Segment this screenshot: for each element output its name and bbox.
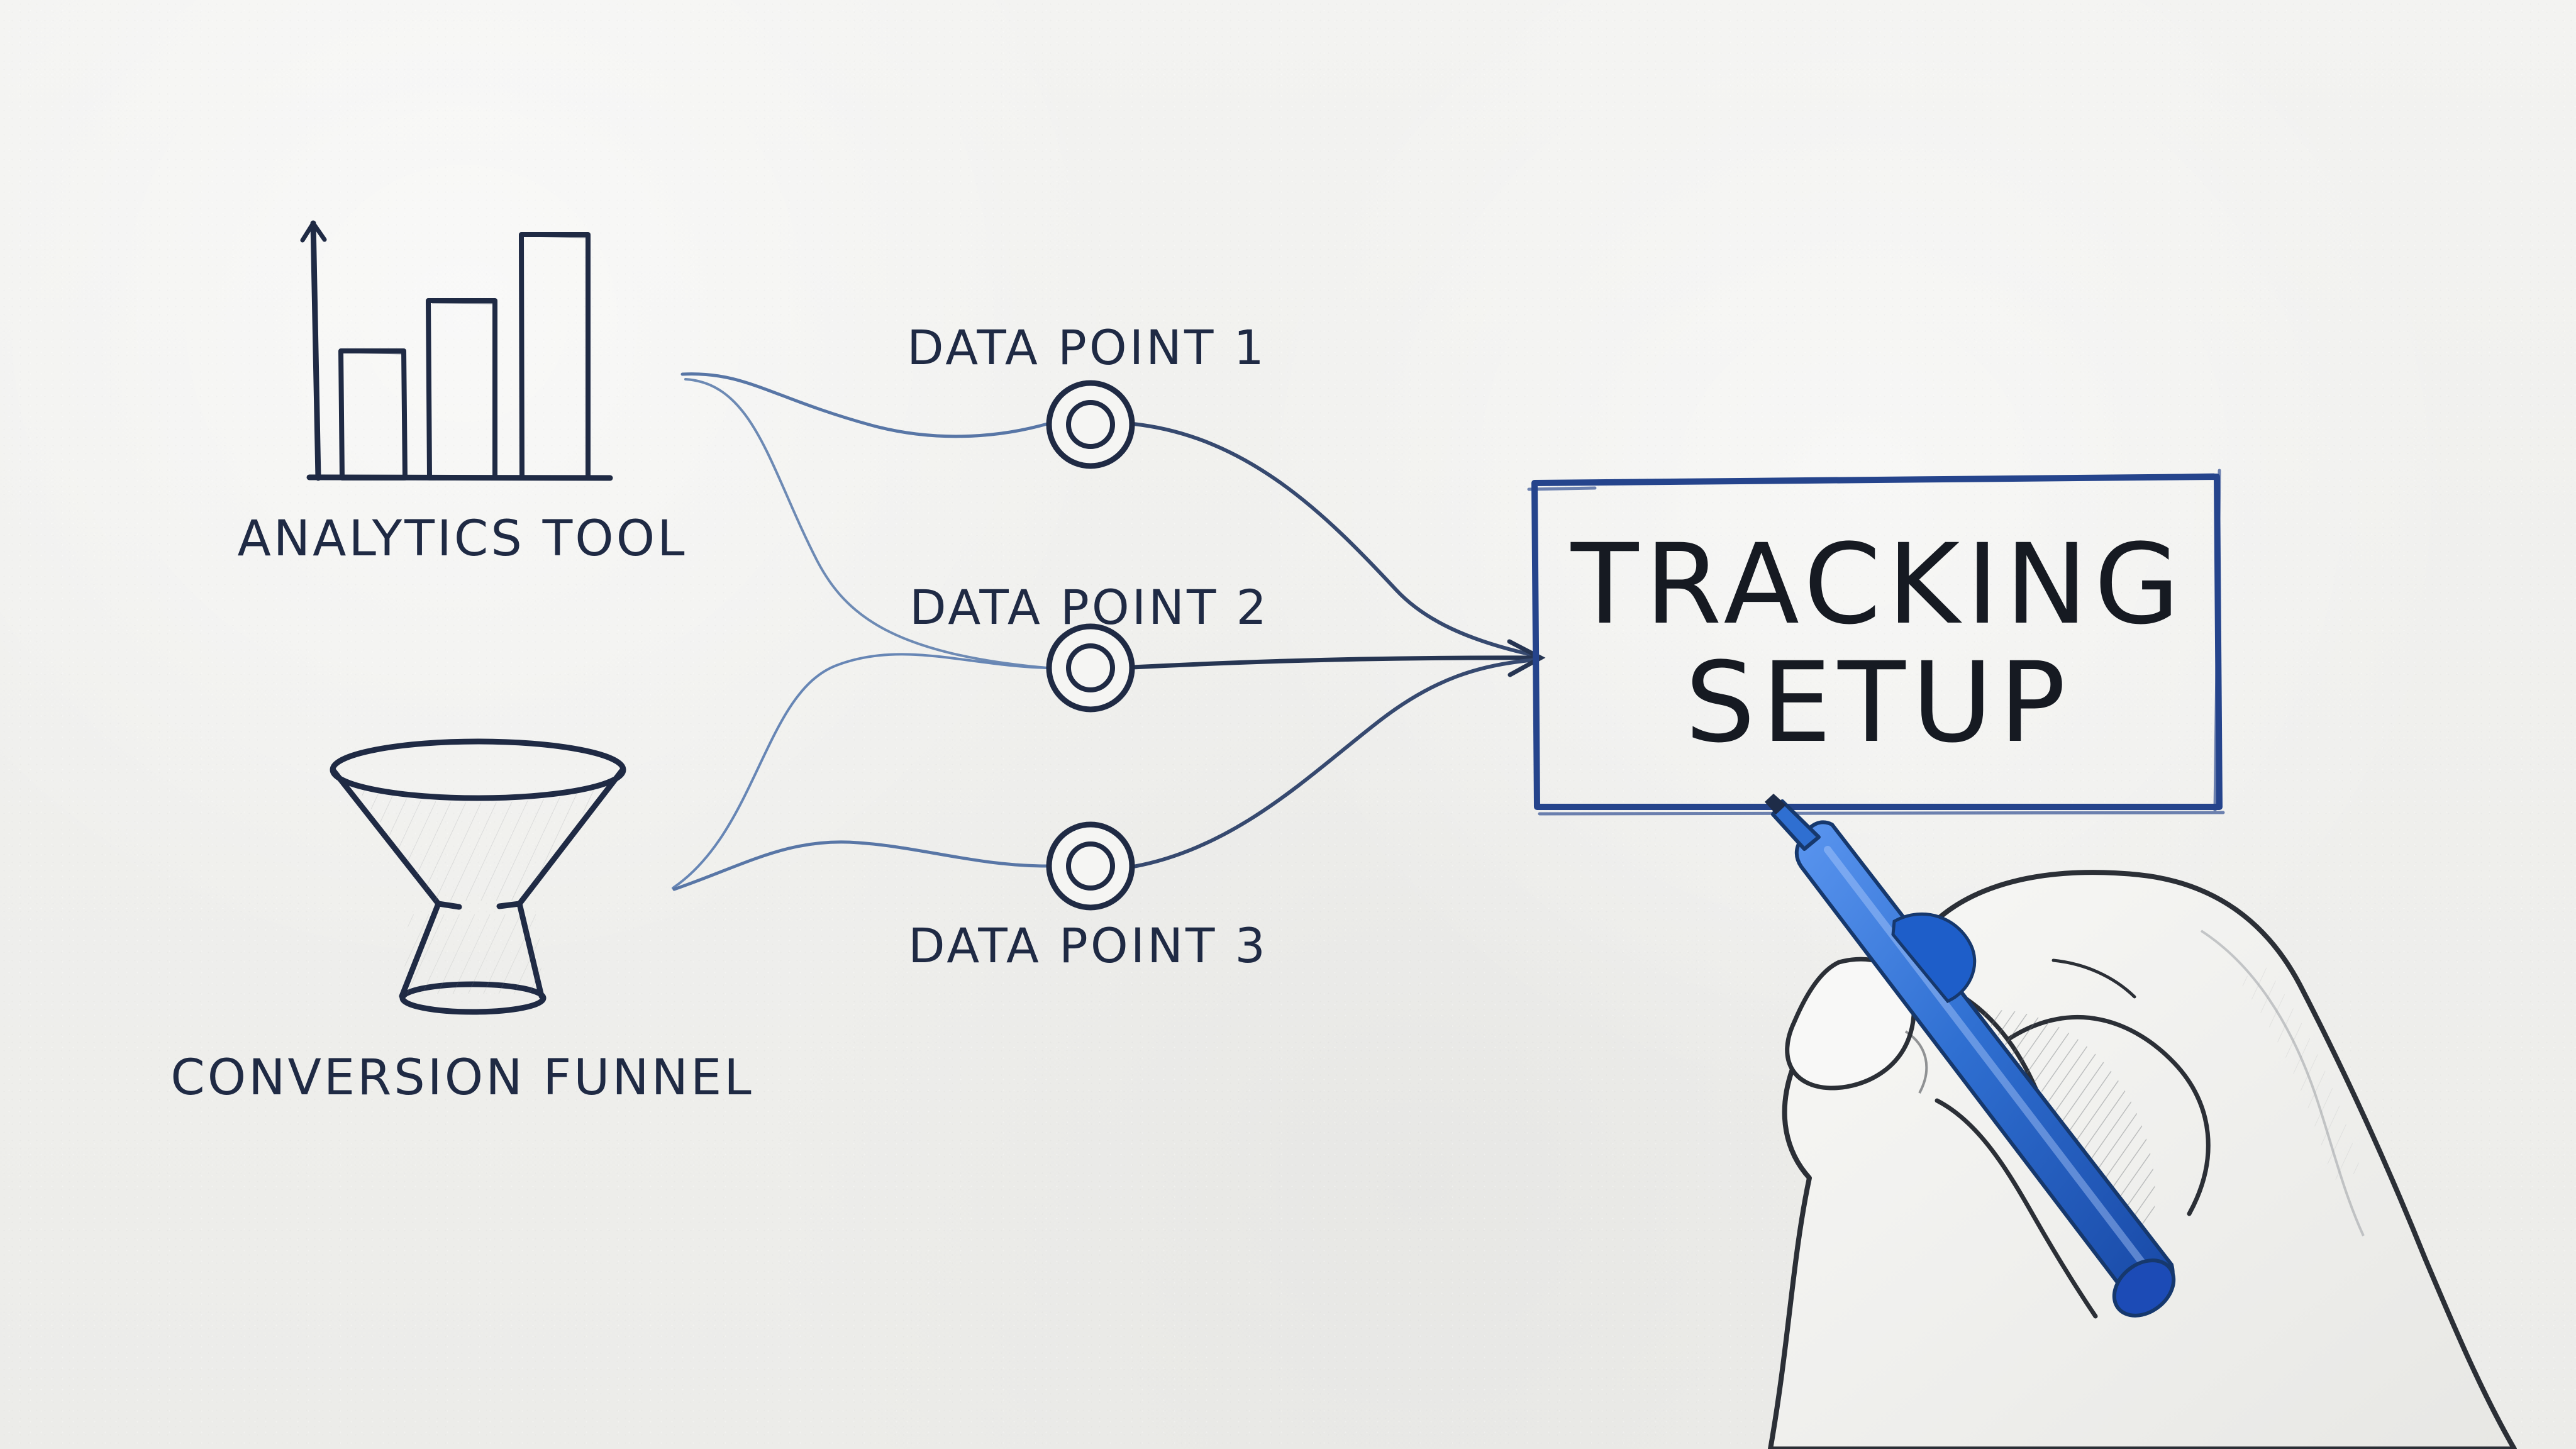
data-point-1-label: DATA POINT 1 bbox=[907, 319, 1267, 375]
analytics-to-data-point-2 bbox=[684, 378, 1048, 669]
flow-lines bbox=[672, 372, 1546, 891]
data-point-node-1 bbox=[1046, 380, 1135, 469]
data-point-node-2 bbox=[1046, 623, 1135, 713]
tracking-title-line-2: SETUP bbox=[1685, 638, 2072, 767]
bar-chart-icon bbox=[300, 220, 613, 481]
data-point-3-to-setup bbox=[1131, 658, 1539, 869]
tracking-title-line-1: TRACKING bbox=[1570, 520, 2187, 649]
data-point-1-to-setup bbox=[1131, 422, 1539, 658]
funnel-to-data-point-3 bbox=[672, 840, 1048, 891]
data-point-2-to-setup bbox=[1130, 655, 1541, 670]
conversion-funnel-label: CONVERSION FUNNEL bbox=[170, 1050, 754, 1106]
blue-marker-pen bbox=[1765, 794, 2176, 1318]
funnel-to-data-point-2 bbox=[672, 653, 1048, 889]
analytics-to-data-point-1 bbox=[680, 372, 1049, 438]
analytics-tool-label: ANALYTICS TOOL bbox=[237, 511, 687, 567]
data-point-3-label: DATA POINT 3 bbox=[908, 918, 1268, 974]
data-point-node-3 bbox=[1046, 821, 1135, 911]
conversion-funnel-icon bbox=[330, 738, 626, 1015]
arrow-head bbox=[1507, 639, 1546, 677]
tracking-setup-box bbox=[1527, 469, 2225, 816]
data-point-2-label: DATA POINT 2 bbox=[909, 579, 1269, 635]
